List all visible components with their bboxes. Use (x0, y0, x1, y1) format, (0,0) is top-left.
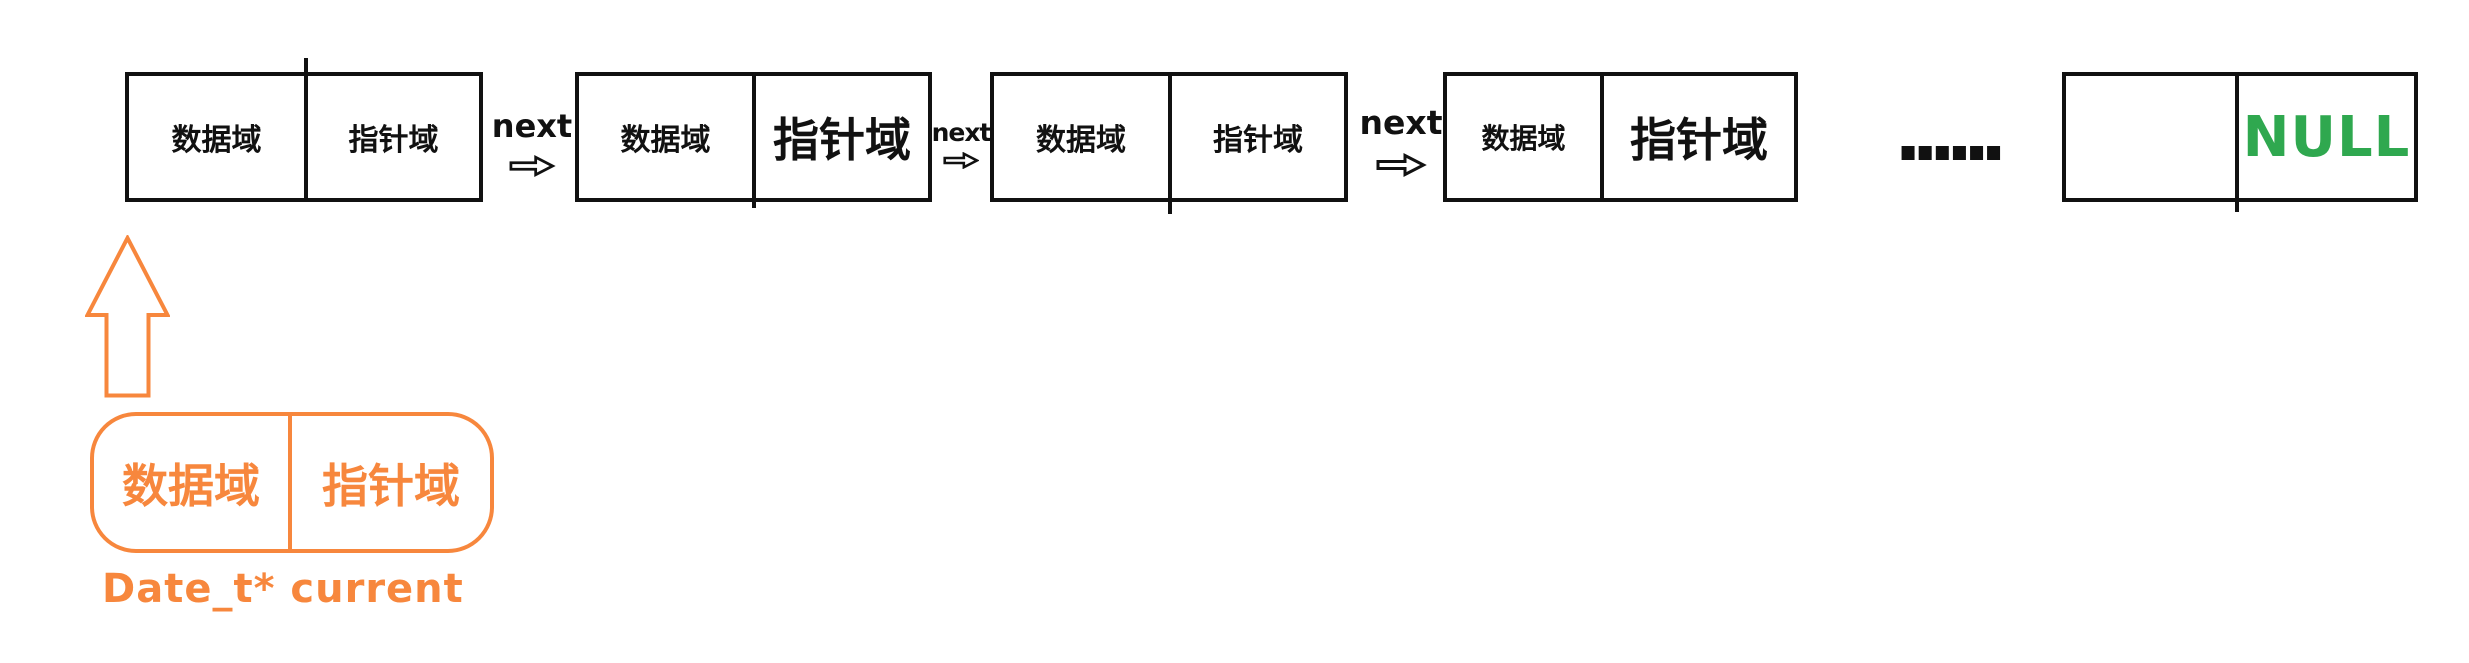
current-pointer-node: 数据域 指针域 (90, 412, 494, 553)
pointer-field-cell: 指针域 (1172, 76, 1344, 198)
cell-divider (304, 58, 308, 198)
current-pointer-caption: Date_t* current (102, 566, 464, 612)
next-arrow-icon (509, 155, 556, 177)
next-label: next (931, 118, 992, 147)
pointer-field-label: 指针域 (773, 113, 911, 167)
data-field-label: 数据域 (171, 123, 262, 158)
pointer-field-label: 指针域 (1630, 113, 1768, 167)
data-field-cell: 数据域 (94, 416, 288, 549)
pointer-field-cell: 指针域 (1604, 76, 1794, 198)
pointer-field-label: 指针域 (322, 458, 460, 513)
data-field-cell (2066, 76, 2235, 198)
list-node-2: 数据域 指针域 (575, 72, 932, 208)
list-node-tail: NULL (2062, 72, 2418, 212)
ellipsis-dots: ...... (1894, 92, 2008, 178)
pointer-field-label: 指针域 (1213, 123, 1303, 158)
next-connector-2: next (931, 118, 992, 169)
next-connector-3: next (1359, 103, 1443, 177)
data-field-label: 数据域 (620, 123, 711, 158)
pointer-field-cell: 指针域 (308, 76, 479, 198)
data-field-cell: 数据域 (994, 76, 1168, 198)
pointer-field-cell: 指针域 (292, 416, 490, 549)
next-arrow-icon (1376, 153, 1427, 177)
data-field-label: 数据域 (1481, 122, 1566, 155)
cell-divider (1168, 76, 1172, 214)
next-label: next (1359, 103, 1443, 142)
pointer-field-cell: 指针域 (756, 76, 928, 198)
null-label: NULL (2242, 104, 2411, 170)
cell-divider (288, 414, 292, 551)
data-field-cell: 数据域 (129, 76, 304, 198)
cell-divider (2235, 76, 2239, 212)
list-node-4: 数据域 指针域 (1443, 72, 1798, 202)
next-label: next (491, 107, 573, 145)
cell-divider (1600, 76, 1604, 198)
pointer-field-label: 指针域 (348, 123, 439, 158)
data-field-cell: 数据域 (1447, 76, 1600, 198)
list-node-3: 数据域 指针域 (990, 72, 1348, 214)
up-arrow-icon (85, 235, 170, 398)
data-field-label: 数据域 (1036, 123, 1126, 158)
next-connector-1: next (491, 107, 573, 177)
next-arrow-icon (943, 152, 979, 169)
data-field-label: 数据域 (122, 458, 260, 513)
pointer-field-cell: NULL (2239, 76, 2414, 198)
cell-divider (752, 76, 756, 208)
data-field-cell: 数据域 (579, 76, 752, 198)
list-node-1: 数据域 指针域 (125, 58, 483, 202)
